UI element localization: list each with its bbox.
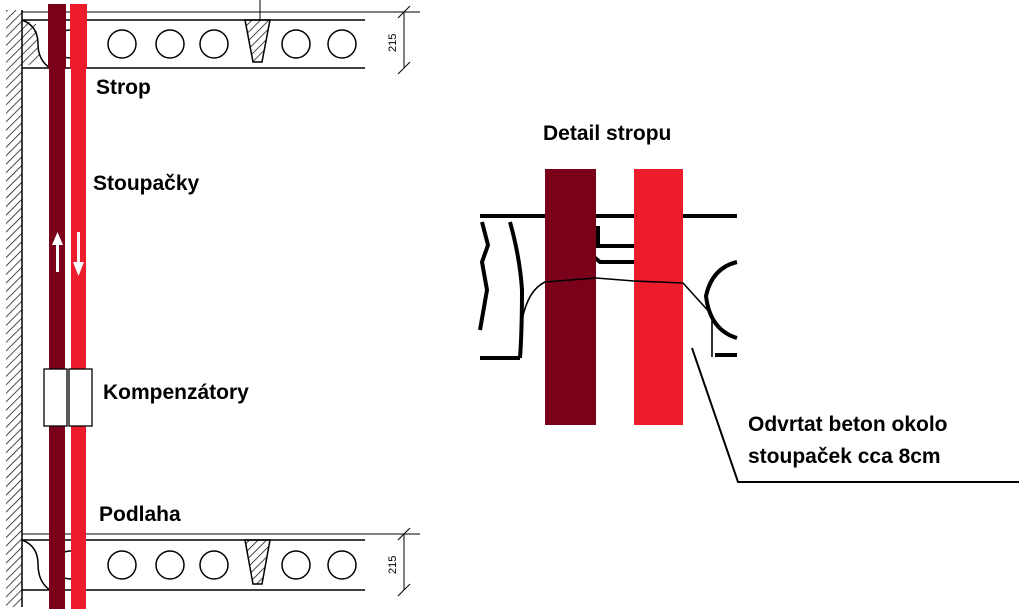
detail-title: Detail stropu <box>543 122 672 145</box>
note-leader-line <box>691 347 1019 483</box>
ceiling-slab <box>21 0 420 75</box>
drilling-note: Odvrtat beton okolo stoupaček cca 8cm <box>748 409 948 473</box>
flow-down-arrow-icon <box>73 232 84 276</box>
detail-return-pipe <box>545 169 596 425</box>
compensators-label: Kompenzátory <box>103 381 249 404</box>
risers-label: Stoupačky <box>93 172 200 195</box>
compensator-supply <box>68 368 93 427</box>
compensator-return <box>43 368 68 427</box>
wall <box>6 10 23 607</box>
ceiling-detail <box>478 169 1019 483</box>
supply-riser-pipe <box>71 5 86 609</box>
floor-thickness-label: 215 <box>387 556 399 574</box>
ceiling-label: Strop <box>96 76 151 99</box>
floor-label: Podlaha <box>99 503 181 526</box>
detail-supply-pipe <box>634 169 683 425</box>
ceiling-thickness-label: 215 <box>387 34 399 52</box>
drilling-note-line-2: stoupaček cca 8cm <box>748 445 941 468</box>
drill-outline <box>519 277 713 359</box>
return-riser-pipe <box>49 5 65 609</box>
drilling-note-line-1: Odvrtat beton okolo <box>748 413 948 436</box>
flow-up-arrow-icon <box>52 232 63 272</box>
